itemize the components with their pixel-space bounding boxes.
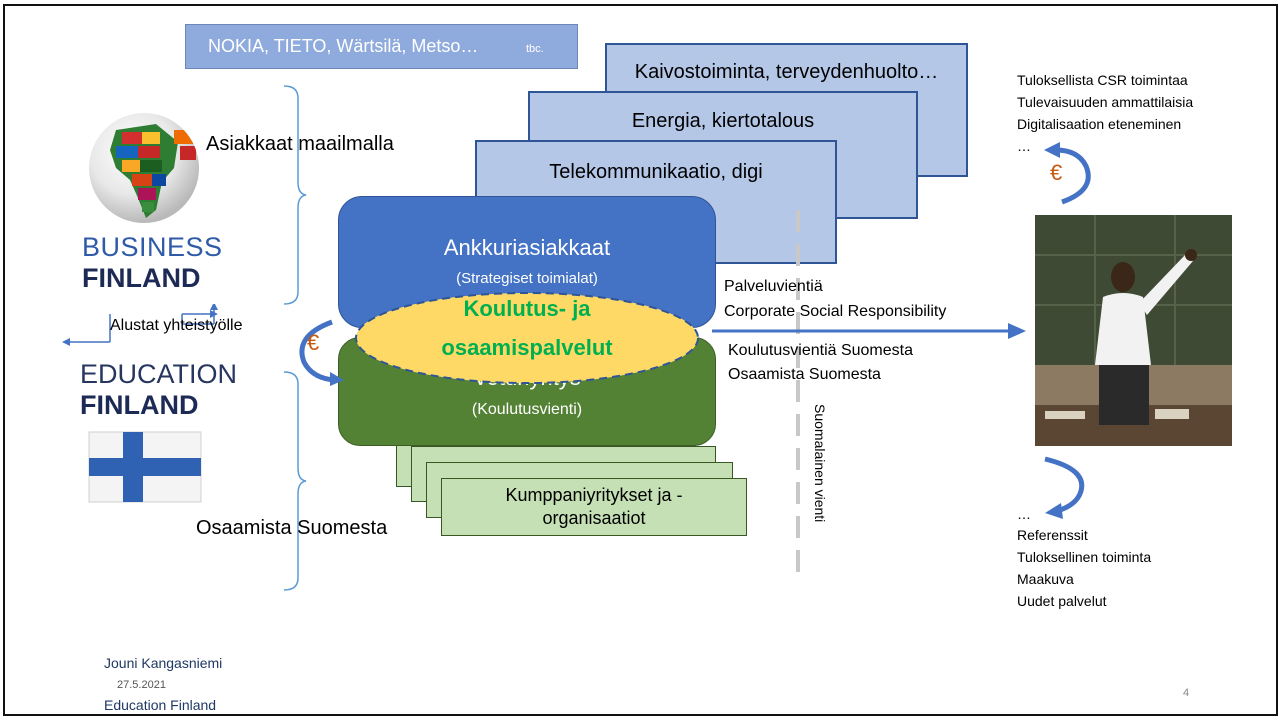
expertise-brace <box>283 371 307 591</box>
business-finland-logo-line1: BUSINESS <box>82 232 223 262</box>
companies-banner: NOKIA, TIETO, Wärtsilä, Metso… tbc. <box>185 24 578 69</box>
footer-org: Education Finland <box>104 697 217 713</box>
education-services-ellipse <box>355 292 699 384</box>
clients-world-label: Asiakkaat maailmalla <box>206 133 394 155</box>
partner-box-line2: organisaatiot <box>542 508 646 528</box>
sector-layer-mining-health-label: Kaivostoiminta, terveydenhuolto… <box>634 61 939 83</box>
euro-icon-right: € <box>1050 160 1063 185</box>
export-label-education-export: Koulutusvientiä Suomesta <box>728 342 913 359</box>
sector-layer-telecom-label: Telekommunikaatio, digi <box>549 161 763 183</box>
euro-cycle-arrow-left <box>299 319 344 386</box>
teacher-photo <box>1035 215 1232 446</box>
platforms-label: Alustat yhteistyölle <box>110 317 243 334</box>
benefit-top-3: Digitalisaation eteneminen <box>1017 116 1182 132</box>
footer-date: 27.5.2021 <box>117 679 166 691</box>
sector-layer-energy-label: Energia, kiertotalous <box>631 110 815 132</box>
slide-frame <box>3 4 1278 716</box>
anchor-title: Ankkuriasiakkaat <box>443 235 611 260</box>
flagship-subtitle: (Koulutusvienti) <box>471 401 583 418</box>
footer-author: Jouni Kangasniemi <box>104 655 223 671</box>
finnish-flag-icon <box>88 431 202 503</box>
benefit-top-1: Tuloksellista CSR toimintaa <box>1017 72 1188 88</box>
benefit-bottom-5: Uudet palvelut <box>1017 593 1107 609</box>
return-cycle-arrow <box>1044 456 1085 519</box>
education-ellipse-line1: Koulutus- ja <box>463 296 591 321</box>
platforms-arrows-icon <box>62 304 218 346</box>
expertise-finland-label: Osaamista Suomesta <box>196 517 388 539</box>
finnish-export-label: Suomalainen vienti <box>812 404 828 523</box>
euro-icon-left: € <box>307 330 320 355</box>
euro-cycle-arrow-right <box>1044 142 1091 205</box>
benefit-bottom-4: Maakuva <box>1017 571 1074 587</box>
companies-banner-suffix: tbc. <box>526 43 544 55</box>
export-label-csr: Corporate Social Responsibility <box>724 303 947 320</box>
export-label-expertise: Osaamista Suomesta <box>728 366 881 383</box>
benefit-top-4: … <box>1017 138 1031 154</box>
benefit-bottom-2: Referenssit <box>1017 527 1088 543</box>
anchor-subtitle: (Strategiset toimialat) <box>456 270 598 287</box>
education-ellipse-line2: osaamispalvelut <box>441 335 613 360</box>
globe-flags-icon <box>89 113 199 223</box>
business-finland-logo-line2: FINLAND <box>82 263 201 293</box>
clients-brace <box>283 85 307 305</box>
benefit-bottom-1: … <box>1017 506 1031 522</box>
benefit-bottom-3: Tuloksellinen toiminta <box>1017 549 1152 565</box>
education-finland-logo-line1: EDUCATION <box>80 359 238 389</box>
export-label-service: Palveluvientiä <box>724 278 823 295</box>
partner-box-front: Kumppaniyritykset ja - organisaatiot <box>441 478 747 536</box>
slide-number: 4 <box>1183 687 1190 699</box>
export-arrow <box>712 323 1026 339</box>
benefit-top-2: Tulevaisuuden ammattilaisia <box>1017 94 1194 110</box>
education-finland-logo-line2: FINLAND <box>80 390 199 420</box>
partner-box-line1: Kumppaniyritykset ja - <box>505 485 683 505</box>
companies-banner-text: NOKIA, TIETO, Wärtsilä, Metso… <box>208 36 479 56</box>
finnish-export-divider <box>796 210 800 578</box>
